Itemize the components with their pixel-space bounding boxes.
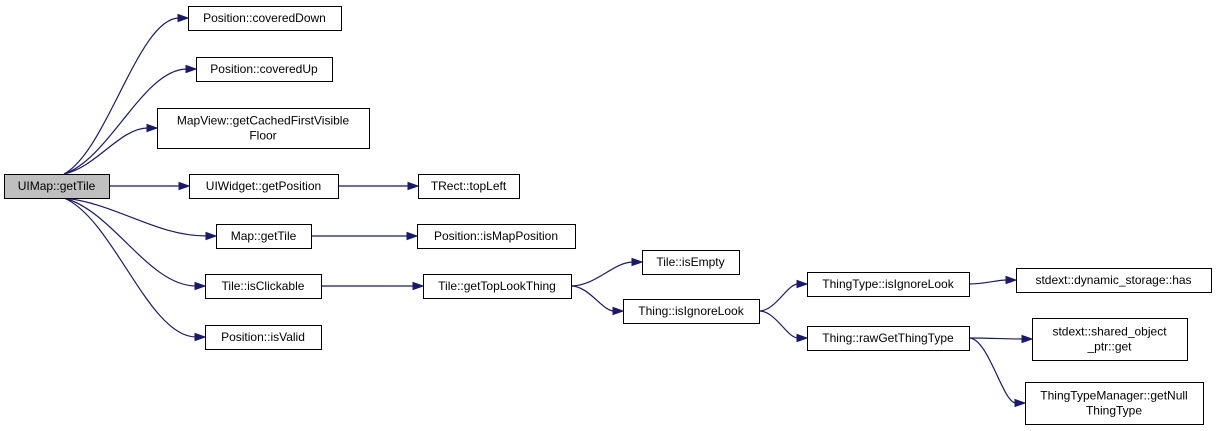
node-label: Map::getTile <box>231 229 297 243</box>
node-stdext-dynamic-storage-has[interactable]: stdext::dynamic_storage::has <box>1016 268 1212 293</box>
edge-uiwidget_getposition-to-trect_topleft <box>338 181 420 191</box>
edge-thing_isignorelook-to-thingtype_isignorelook <box>758 279 809 312</box>
node-thing-rawgetthingtype[interactable]: Thing::rawGetThingType <box>807 326 970 351</box>
node-label: Thing::isIgnoreLook <box>638 304 744 318</box>
edge-map_gettile-to-position_ismapposition <box>311 231 419 241</box>
node-box <box>807 272 970 297</box>
edge-tile_gettoplookthing-to-thing_isignorelook <box>570 285 625 316</box>
node-label: Position::isMapPosition <box>434 229 558 243</box>
node-thingtype-isignorelook[interactable]: ThingType::isIgnoreLook <box>807 272 970 297</box>
edge-uimap_gettile-to-map_gettile <box>63 197 218 241</box>
node-box <box>642 250 740 275</box>
node-box <box>188 6 342 31</box>
node-box <box>4 174 110 199</box>
node-thing-isignorelook[interactable]: Thing::isIgnoreLook <box>623 299 760 324</box>
node-box <box>205 325 322 350</box>
node-tile-isclickable[interactable]: Tile::isClickable <box>205 274 322 299</box>
edge-tile_isclickable-to-tile_gettoplookthing <box>320 281 425 291</box>
node-label: UIMap::getTile <box>18 179 96 193</box>
node-label: Position::coveredUp <box>210 62 318 76</box>
node-label: MapView::getCachedFirstVisible <box>177 114 350 128</box>
node-label: stdext::dynamic_storage::has <box>1035 273 1191 287</box>
node-label: UIWidget::getPosition <box>206 179 321 193</box>
node-position-ismapposition[interactable]: Position::isMapPosition <box>417 224 576 249</box>
node-box <box>216 224 312 249</box>
node-trect-topleft[interactable]: TRect::topLeft <box>418 174 520 199</box>
node-label: Tile::isClickable <box>222 279 305 293</box>
node-box <box>196 57 333 82</box>
node-uimap-gettile[interactable]: UIMap::getTile <box>4 174 110 199</box>
node-box <box>1032 318 1188 361</box>
edge-thing_rawgetthingtype-to-stdext_shared_object_ptr_get <box>968 334 1034 344</box>
node-position-isvalid[interactable]: Position::isValid <box>205 325 322 350</box>
node-box <box>205 274 322 299</box>
node-label: Thing::rawGetThingType <box>822 331 954 345</box>
node-position-coveredup[interactable]: Position::coveredUp <box>196 57 333 82</box>
node-box <box>189 174 339 199</box>
node-uiwidget-getposition[interactable]: UIWidget::getPosition <box>189 174 339 199</box>
node-position-covereddown[interactable]: Position::coveredDown <box>188 6 342 31</box>
node-label: stdext::shared_object <box>1052 325 1167 339</box>
edge-tile_gettoplookthing-to-tile_isempty <box>570 257 644 287</box>
node-label: Position::coveredDown <box>203 11 326 25</box>
node-label: Tile::isEmpty <box>656 255 724 269</box>
edge-uimap_gettile-to-position_covereddown <box>63 13 190 175</box>
node-label: ThingType::isIgnoreLook <box>822 277 954 291</box>
node-label: ThingTypeManager::getNull <box>1040 389 1187 403</box>
edge-uimap_gettile-to-uiwidget_getposition <box>109 181 191 191</box>
node-box <box>1025 382 1204 425</box>
node-tile-gettoplookthing[interactable]: Tile::getTopLookThing <box>423 274 572 299</box>
node-box <box>157 108 370 149</box>
node-label: Floor <box>249 129 276 143</box>
node-label: ThingType <box>1086 404 1142 418</box>
node-box <box>623 299 760 324</box>
edge-thingtype_isignorelook-to-stdext_dynamic_storage_has <box>968 275 1018 285</box>
node-box <box>417 224 576 249</box>
edge-uimap_gettile-to-position_coveredup <box>63 64 198 175</box>
node-box <box>1016 268 1212 293</box>
node-map-gettile[interactable]: Map::getTile <box>216 224 312 249</box>
node-box <box>423 274 572 299</box>
edge-uimap_gettile-to-position_isvalid <box>63 197 207 342</box>
node-label: Position::isValid <box>221 330 305 344</box>
node-box <box>418 174 520 199</box>
node-tile-isempty[interactable]: Tile::isEmpty <box>642 250 740 275</box>
edge-uimap_gettile-to-mapview_getcached <box>63 123 159 175</box>
node-label: Tile::getTopLookThing <box>438 279 556 293</box>
node-label: TRect::topLeft <box>431 179 507 193</box>
node-box <box>807 326 970 351</box>
edge-thing_isignorelook-to-thing_rawgetthingtype <box>758 310 809 343</box>
node-label: _ptr::get <box>1086 340 1132 354</box>
edge-thing_rawgetthingtype-to-thingtypemanager_getnullthingtype <box>968 337 1027 408</box>
edge-uimap_gettile-to-tile_isclickable <box>63 197 207 291</box>
node-stdext-shared-object-ptr-get[interactable]: stdext::shared_object_ptr::get <box>1032 318 1188 361</box>
